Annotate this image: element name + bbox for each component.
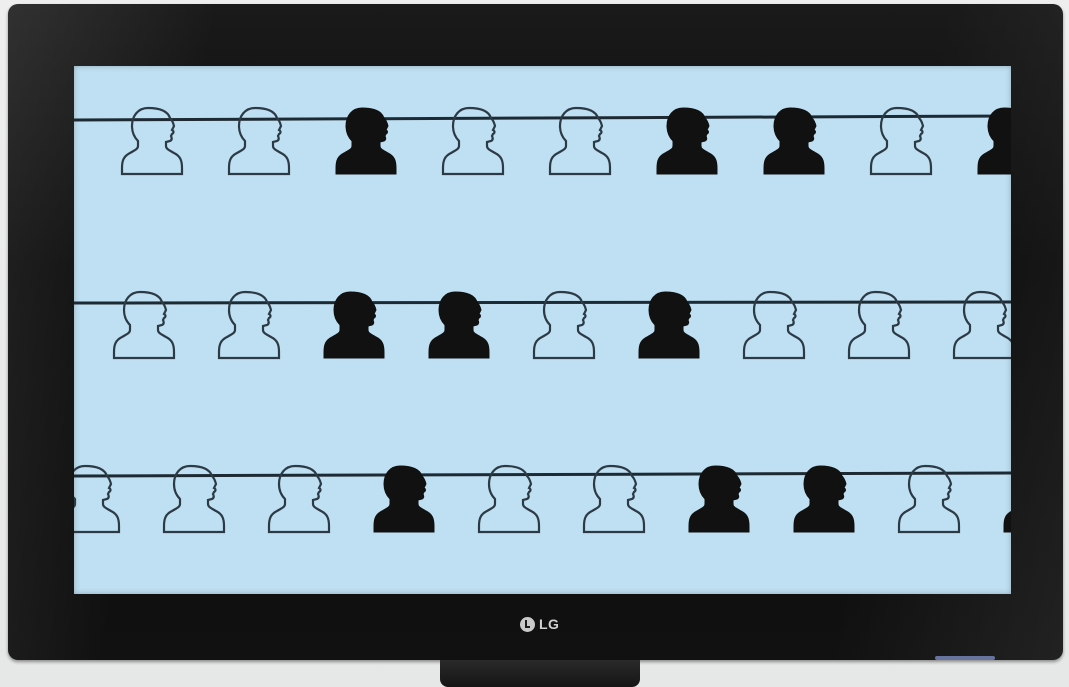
brand-logo: LG — [520, 616, 559, 632]
tv-screen — [74, 66, 1011, 594]
tv-stand — [440, 660, 640, 687]
brand-logo-text: LG — [539, 616, 559, 632]
lg-logo-icon — [520, 617, 535, 632]
head-silhouette-icon — [978, 108, 1011, 174]
filled-head-shape — [1004, 466, 1011, 532]
head-silhouette-icon — [122, 108, 182, 174]
head-silhouette-icon — [689, 466, 749, 532]
head-silhouette-icon — [899, 466, 959, 532]
row-3-line — [74, 473, 1011, 476]
power-led — [935, 656, 995, 660]
head-silhouette-icon — [584, 466, 644, 532]
outline-head-shape — [899, 466, 959, 532]
outline-head-shape — [122, 108, 182, 174]
filled-head-shape — [978, 108, 1011, 174]
row-2-line — [74, 302, 1011, 303]
filled-head-shape — [794, 466, 854, 532]
filled-head-shape — [689, 466, 749, 532]
screen-canvas — [74, 66, 1011, 594]
outline-head-shape — [584, 466, 644, 532]
head-silhouette-icon — [794, 466, 854, 532]
head-silhouette-icon — [1004, 466, 1011, 532]
row-1-line — [74, 116, 1011, 120]
